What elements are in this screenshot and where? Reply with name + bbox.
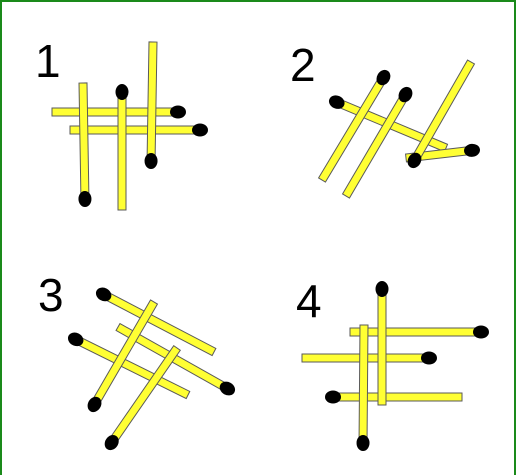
matchstick-head [78, 191, 91, 207]
panel-1-matchstick-4 [116, 84, 129, 210]
matchstick-stem [118, 93, 126, 210]
matchstick-head [170, 106, 186, 119]
matchstick-head [421, 352, 437, 365]
matchstick-head [116, 84, 129, 100]
panel-4-matchstick-4 [376, 281, 389, 405]
matchstick-stem [79, 83, 89, 198]
matchstick-head [144, 153, 157, 169]
panel-4-matches [302, 281, 489, 451]
panel-1-matches [52, 42, 208, 210]
matchstick-stem [70, 126, 199, 134]
matchstick-stem [147, 42, 157, 160]
panel-4-matchstick-2 [350, 326, 489, 339]
matchstick-head [192, 124, 208, 137]
matchstick-stem [378, 290, 386, 405]
panel-4-matchstick-1 [302, 352, 437, 365]
matchstick-head [473, 326, 489, 339]
panel-2-matches [316, 59, 480, 200]
matchstick-head [376, 281, 389, 297]
panel-2-matchstick-4 [340, 84, 415, 199]
matchstick-head [325, 391, 341, 404]
matchstick-stem [359, 325, 368, 442]
matchstick-stem [319, 76, 387, 182]
panel-1-matchstick-2 [70, 124, 208, 137]
panel-1-matchstick-5 [144, 42, 159, 169]
matchstick-head [356, 435, 369, 451]
panel-3-matches [66, 285, 238, 453]
matchstick-stem [350, 328, 480, 336]
matchstick-stem [334, 393, 462, 401]
panel-1-matchstick-3 [77, 83, 92, 207]
panel-4-matchstick-5 [356, 325, 370, 451]
panel-4-matchstick-3 [325, 391, 462, 404]
matchstick-stem [52, 108, 177, 116]
